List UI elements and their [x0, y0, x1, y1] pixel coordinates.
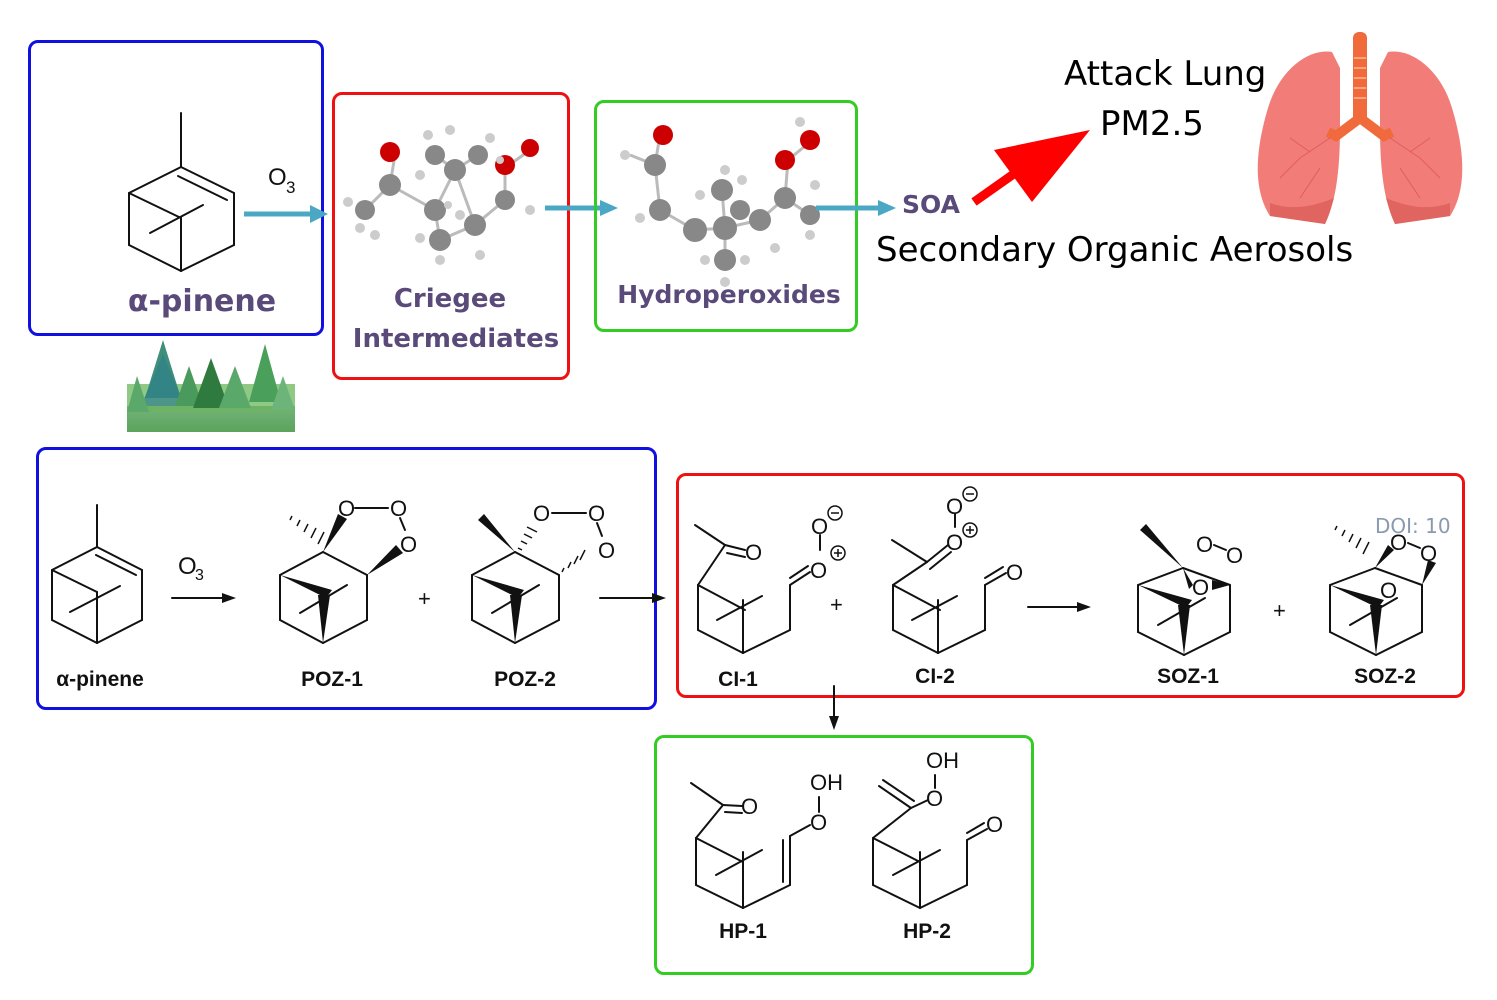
- svg-text:O: O: [390, 496, 407, 521]
- svg-text:O: O: [745, 540, 762, 565]
- hp-1-label: HP-1: [719, 920, 767, 943]
- alpha-pinene-small-label: α-pinene: [56, 668, 144, 691]
- hydroperoxides-box: [594, 100, 858, 332]
- svg-text:O: O: [926, 786, 943, 811]
- hydroperoxides-label: Hydroperoxides: [617, 280, 841, 309]
- criegee-label-line1: Criegee: [393, 284, 507, 314]
- soa-label: SOA: [902, 190, 960, 219]
- svg-text:O: O: [946, 494, 963, 519]
- svg-text:O: O: [178, 553, 197, 580]
- hp-2-structure: O O OH: [872, 748, 1003, 909]
- svg-text:3: 3: [286, 178, 295, 197]
- svg-text:O: O: [1390, 530, 1407, 555]
- hp-2-label: HP-2: [903, 920, 951, 943]
- svg-text:+: +: [830, 592, 843, 617]
- soz-1-label: SOZ-1: [1157, 665, 1219, 688]
- ci-2-label: CI-2: [915, 665, 955, 688]
- alpha-pinene-box: [28, 40, 324, 336]
- attack-lung-label: Attack Lung: [1064, 54, 1267, 94]
- svg-text:O: O: [598, 538, 615, 563]
- svg-text:O: O: [400, 532, 417, 557]
- svg-text:OH: OH: [810, 770, 843, 795]
- svg-text:O: O: [1420, 541, 1437, 566]
- lung-illustration: [1257, 32, 1463, 224]
- svg-text:O: O: [946, 530, 963, 555]
- svg-text:O: O: [741, 794, 758, 819]
- alpha-pinene-small-structure: [51, 504, 143, 644]
- svg-text:O: O: [588, 501, 605, 526]
- alpha-pinene-label: α-pinene: [127, 284, 277, 319]
- o3-label: O: [268, 164, 287, 191]
- svg-text:O: O: [1006, 560, 1023, 585]
- hp-1-structure: O O OH: [690, 770, 843, 909]
- doi-watermark: DOI: 10: [1375, 514, 1451, 538]
- hydroperoxide-step3-box: [654, 735, 1034, 975]
- svg-text:O: O: [1226, 543, 1243, 568]
- svg-text:O: O: [810, 810, 827, 835]
- svg-text:+: +: [1273, 598, 1286, 623]
- svg-text:O: O: [1196, 532, 1213, 557]
- criegee-step2-box: [676, 473, 1465, 698]
- svg-text:O: O: [810, 558, 827, 583]
- svg-text:O: O: [1380, 578, 1397, 603]
- svg-text:O: O: [1192, 575, 1209, 600]
- secondary-organic-aerosols-label: Secondary Organic Aerosols: [876, 230, 1354, 270]
- poz-2-label: POZ-2: [494, 668, 556, 691]
- svg-text:O: O: [811, 514, 828, 539]
- pm25-label: PM2.5: [1100, 104, 1204, 144]
- svg-text:O: O: [338, 496, 355, 521]
- svg-text:O: O: [533, 501, 550, 526]
- criegee-intermediates-box: [332, 92, 570, 380]
- ozonolysis-step1-box: [36, 447, 657, 710]
- svg-text:+: +: [418, 586, 431, 611]
- ci-1-structure: OOO: [694, 505, 846, 654]
- svg-text:3: 3: [195, 567, 204, 584]
- criegee-label-line2: Intermediates: [352, 324, 560, 354]
- ci-1-label: CI-1: [718, 668, 758, 691]
- svg-text:O: O: [986, 812, 1003, 837]
- svg-text:OH: OH: [926, 748, 959, 773]
- soz-2-label: SOZ-2: [1354, 665, 1416, 688]
- molecule-ball-stick-hydroperoxide: [620, 117, 820, 287]
- molecule-ball-stick-criegee: [343, 125, 539, 265]
- forest-illustration: [127, 340, 295, 432]
- poz-1-label: POZ-1: [301, 668, 363, 691]
- ci-2-structure: OOO: [891, 486, 1023, 654]
